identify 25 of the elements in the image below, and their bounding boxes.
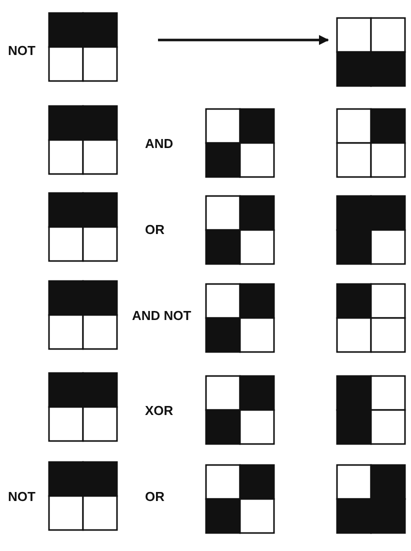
operator-label: NOT <box>8 489 36 504</box>
operator-label: NOT <box>8 43 36 58</box>
mask-grid-drawing <box>336 283 406 353</box>
mask-grid-drawing <box>48 12 118 82</box>
mask-grid-drawing <box>336 375 406 445</box>
operator-label: XOR <box>145 403 174 418</box>
mask-grid-drawing <box>48 372 118 442</box>
mask-grid-drawing <box>336 464 406 534</box>
mask-grid-drawing <box>48 280 118 350</box>
operator-label: OR <box>145 222 164 237</box>
mask-grid-drawing <box>48 105 118 175</box>
mask-grid-drawing <box>205 375 275 445</box>
arrow <box>158 35 329 45</box>
mask-grid-drawing <box>48 192 118 262</box>
mask-grid-drawing <box>205 108 275 178</box>
mask-grid-drawing <box>205 464 275 534</box>
operator-label: OR <box>145 489 164 504</box>
operator-label: AND <box>145 136 174 151</box>
operator-label: AND NOT <box>132 308 192 323</box>
mask-grid-drawing <box>336 17 406 87</box>
mask-grid-drawing <box>48 461 118 531</box>
mask-grid-drawing <box>205 283 275 353</box>
mask-grid-drawing <box>336 108 406 178</box>
mask-grid-drawing <box>205 195 275 265</box>
mask-grid-drawing <box>336 195 406 265</box>
